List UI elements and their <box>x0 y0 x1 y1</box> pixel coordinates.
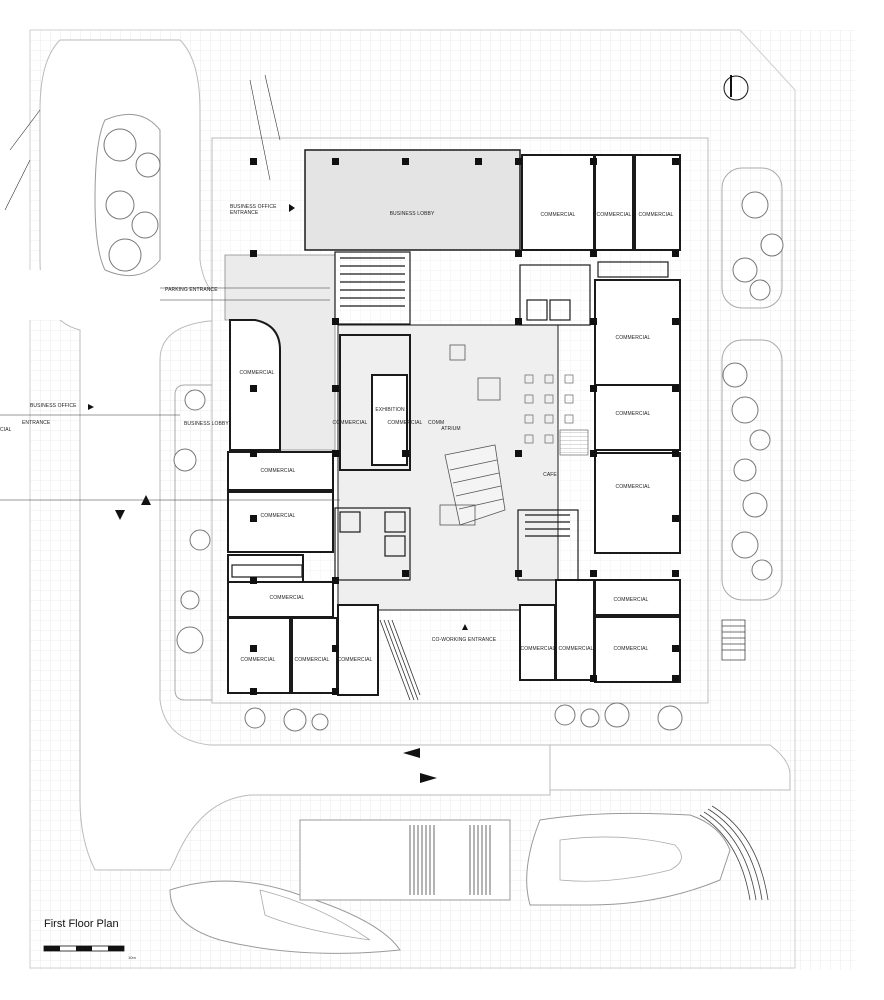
label-entrance-left: ENTRANCE <box>22 420 51 426</box>
planting-strip-right-mid <box>721 339 783 601</box>
label-commercial-19: COMMERCIAL <box>387 420 423 426</box>
label-commercial-6: COMMERCIAL <box>615 484 651 490</box>
label-comm-cut: COMM <box>428 420 445 426</box>
label-commercial-2: COMMERCIAL <box>596 212 632 218</box>
roundabout-island <box>94 113 161 277</box>
site-boundary <box>29 29 796 969</box>
landscape-island-right-inner <box>559 836 682 882</box>
label-commercial-17: COMMERCIAL <box>337 657 373 663</box>
label-cial-cut: CIAL <box>0 427 12 433</box>
label-commercial-15: COMMERCIAL <box>240 657 276 663</box>
label-commercial-3: COMMERCIAL <box>638 212 674 218</box>
label-commercial-8: COMMERCIAL <box>613 646 649 652</box>
stepped-seating <box>409 619 769 901</box>
scale-bar <box>43 945 125 952</box>
label-atrium: ATRIUM <box>441 426 461 432</box>
label-business-lobby-top: BUSINESS LOBBY <box>389 211 435 217</box>
label-business-office-left: BUSINESS OFFICE <box>30 403 77 409</box>
label-co-working-entrance: CO-WORKING ENTRANCE <box>431 637 497 643</box>
landscape-island-center <box>299 819 511 901</box>
entrance-markers <box>88 75 732 783</box>
cores <box>231 251 669 581</box>
label-commercial-9: COMMERCIAL <box>520 646 556 652</box>
rooms <box>227 154 681 696</box>
label-commercial-13: COMMERCIAL <box>260 513 296 519</box>
label-exhibition: EXHIBITION <box>375 407 405 413</box>
label-commercial-5: COMMERCIAL <box>615 411 651 417</box>
label-commercial-7: COMMERCIAL <box>613 597 649 603</box>
label-commercial-4: COMMERCIAL <box>615 335 651 341</box>
ramp-stripes <box>379 619 421 701</box>
road-markings <box>0 74 340 501</box>
label-commercial-12: COMMERCIAL <box>260 468 296 474</box>
north-arrow-ring <box>723 75 749 101</box>
label-commercial-14: COMMERCIAL <box>269 595 305 601</box>
trees <box>103 128 784 732</box>
atrium-stair <box>439 344 506 526</box>
drawing-title: First Floor Plan <box>44 918 119 930</box>
label-commercial-10: COMMERCIAL <box>558 646 594 652</box>
label-commercial-11: COMMERCIAL <box>239 370 275 376</box>
label-commercial-1: COMMERCIAL <box>540 212 576 218</box>
road <box>0 39 791 871</box>
label-cafe: CAFE <box>543 472 557 478</box>
landscape-island-left-inner <box>259 889 371 941</box>
label-parking-entrance: PARKING ENTRANCE <box>165 287 218 293</box>
cafe-tables <box>524 374 589 456</box>
structural-columns <box>250 158 679 695</box>
label-business-office-entrance-top: BUSINESS OFFICE ENTRANCE <box>230 204 277 216</box>
label-business-lobby-left: BUSINESS LOBBY <box>184 421 229 427</box>
planting-strip-right-top <box>721 167 783 309</box>
label-commercial-18: COMMERCIAL <box>332 420 368 426</box>
landscape-island-right <box>526 812 731 906</box>
scale-unit: 10m <box>128 955 136 960</box>
label-commercial-16: COMMERCIAL <box>294 657 330 663</box>
business-lobby-top <box>304 149 521 251</box>
